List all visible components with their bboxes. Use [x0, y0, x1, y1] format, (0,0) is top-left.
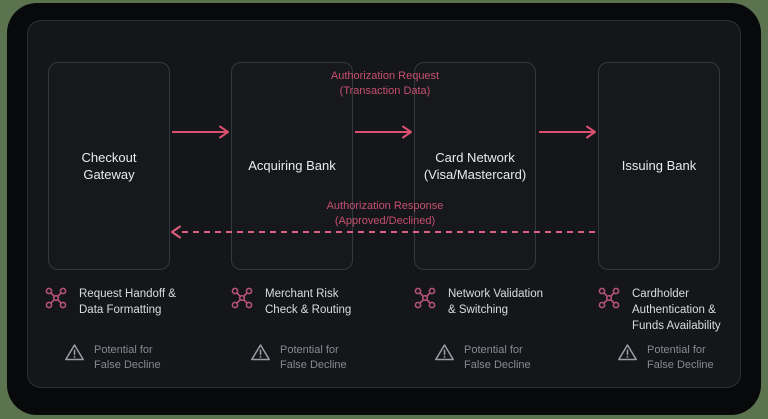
node-issuing-bank: Issuing Bank	[598, 62, 720, 270]
warning-label: Potential for False Decline	[464, 344, 531, 372]
node-label: Acquiring Bank	[248, 158, 336, 174]
authorization-response-label: Authorization Response (Approved/Decline…	[326, 200, 444, 227]
process-step-label: Cardholder Authentication & Funds Availa…	[632, 288, 721, 332]
arrow-right-icon	[172, 125, 229, 139]
process-step-label: Merchant Risk Check & Routing	[265, 288, 352, 316]
false-decline-warning: Potential for False Decline	[250, 343, 400, 374]
process-step-network-validation: Network Validation & Switching	[413, 286, 581, 319]
network-nodes-icon	[231, 287, 253, 309]
network-nodes-icon	[598, 287, 620, 309]
node-label: Issuing Bank	[621, 158, 697, 174]
process-step-label: Request Handoff & Data Formatting	[79, 288, 176, 316]
warning-label: Potential for False Decline	[280, 344, 347, 372]
node-checkout-gateway: Checkout Gateway	[48, 62, 170, 270]
network-nodes-icon	[414, 287, 436, 309]
false-decline-warning: Potential for False Decline	[64, 343, 214, 374]
process-step-cardholder-auth: Cardholder Authentication & Funds Availa…	[597, 286, 765, 335]
arrow-right-icon	[355, 125, 412, 139]
warning-triangle-icon	[251, 344, 270, 361]
false-decline-warning: Potential for False Decline	[617, 343, 767, 374]
warning-label: Potential for False Decline	[647, 344, 714, 372]
process-step-request-handoff: Request Handoff & Data Formatting	[44, 286, 212, 319]
warning-triangle-icon	[618, 344, 637, 361]
arrow-right-icon	[539, 125, 596, 139]
process-step-merchant-risk: Merchant Risk Check & Routing	[230, 286, 398, 319]
node-label: Checkout Gateway	[81, 149, 137, 182]
warning-triangle-icon	[435, 344, 454, 361]
node-acquiring-bank: Acquiring Bank	[231, 62, 353, 270]
dashed-arrow-left-icon	[171, 225, 600, 239]
network-nodes-icon	[45, 287, 67, 309]
process-step-label: Network Validation & Switching	[448, 288, 544, 316]
authorization-request-label: Authorization Request (Transaction Data)	[330, 70, 440, 97]
false-decline-warning: Potential for False Decline	[434, 343, 584, 374]
node-card-network: Card Network (Visa/Mastercard)	[414, 62, 536, 270]
warning-triangle-icon	[65, 344, 84, 361]
warning-label: Potential for False Decline	[94, 344, 161, 372]
node-label: Card Network (Visa/Mastercard)	[423, 149, 527, 182]
